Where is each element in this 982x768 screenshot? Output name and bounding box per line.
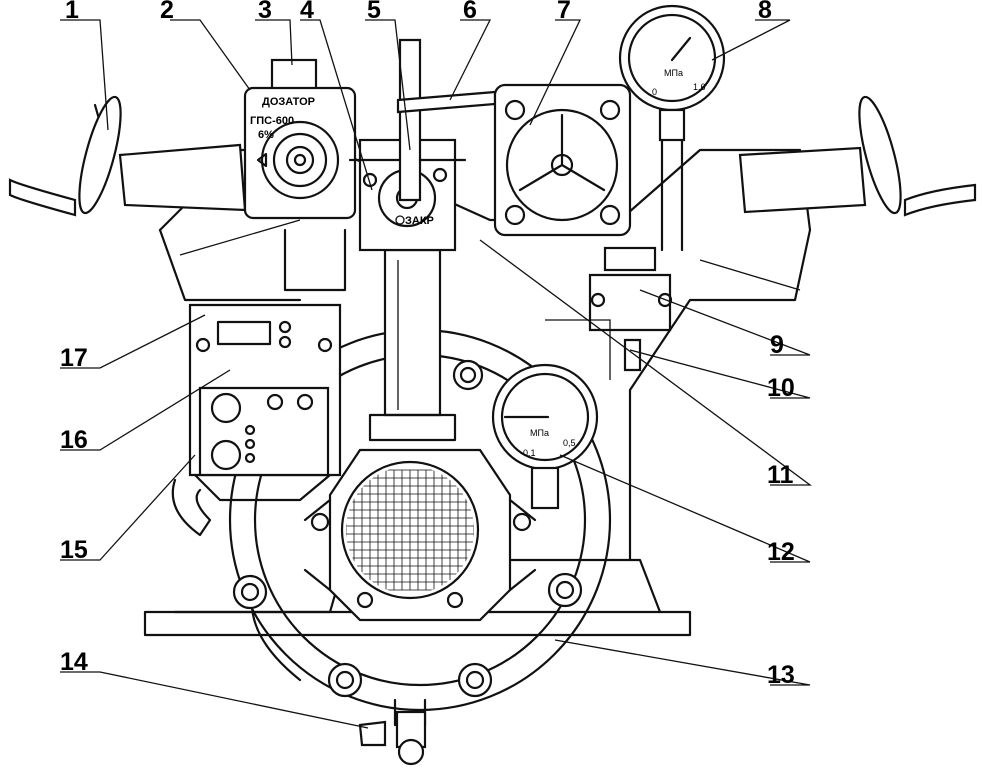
callout-6: 6 bbox=[463, 0, 477, 24]
vertical-column bbox=[368, 248, 457, 442]
ejector-block bbox=[588, 246, 673, 372]
callout-2: 2 bbox=[160, 0, 174, 24]
doser-title: ДОЗАТОР bbox=[262, 96, 315, 108]
callout-8: 8 bbox=[758, 0, 772, 24]
gauge-high-unit: МПа bbox=[664, 68, 683, 78]
housing-bolts bbox=[232, 359, 583, 698]
pressure-gauge-high bbox=[618, 4, 726, 252]
gauge-high-max: 1,6 bbox=[693, 82, 706, 92]
bolt bbox=[547, 572, 583, 608]
callout-4: 4 bbox=[300, 0, 314, 24]
callout-1: 1 bbox=[65, 0, 79, 24]
callout-14: 14 bbox=[60, 648, 88, 676]
pressure-flange bbox=[493, 83, 632, 237]
doser-unit bbox=[243, 58, 357, 292]
bolt bbox=[327, 662, 363, 698]
callout-11: 11 bbox=[767, 461, 794, 489]
inlet-strainer bbox=[303, 448, 537, 622]
callout-9: 9 bbox=[770, 331, 784, 359]
leader-lines bbox=[60, 19, 812, 729]
callout-10: 10 bbox=[767, 374, 795, 402]
control-panel bbox=[171, 303, 342, 537]
handwheel-left[interactable] bbox=[8, 93, 247, 217]
gauge-low-min: -0,1 bbox=[520, 448, 536, 458]
callout-15: 15 bbox=[60, 536, 88, 564]
bolt bbox=[452, 359, 484, 391]
bolt bbox=[457, 662, 493, 698]
valve-assembly bbox=[348, 38, 497, 252]
gauge-high-min: 0 bbox=[652, 87, 657, 97]
drain-tap[interactable] bbox=[358, 710, 427, 766]
valve-close-label: ЗАКР bbox=[405, 215, 434, 227]
callout-7: 7 bbox=[557, 0, 571, 24]
doser-model: ГПС-600 bbox=[250, 115, 294, 127]
callout-3: 3 bbox=[258, 0, 272, 24]
gauge-low-max: 0,5 bbox=[563, 438, 576, 448]
callout-13: 13 bbox=[767, 661, 795, 689]
doser-percent: 6% bbox=[258, 129, 274, 141]
callout-16: 16 bbox=[60, 426, 88, 454]
callout-5: 5 bbox=[367, 0, 381, 24]
callout-12: 12 bbox=[767, 538, 795, 566]
callout-17: 17 bbox=[60, 344, 88, 372]
pressure-gauge-low bbox=[491, 319, 611, 510]
bolt bbox=[232, 574, 268, 610]
gauge-low-unit: МПа bbox=[530, 428, 549, 438]
handwheel-right[interactable] bbox=[738, 93, 977, 217]
